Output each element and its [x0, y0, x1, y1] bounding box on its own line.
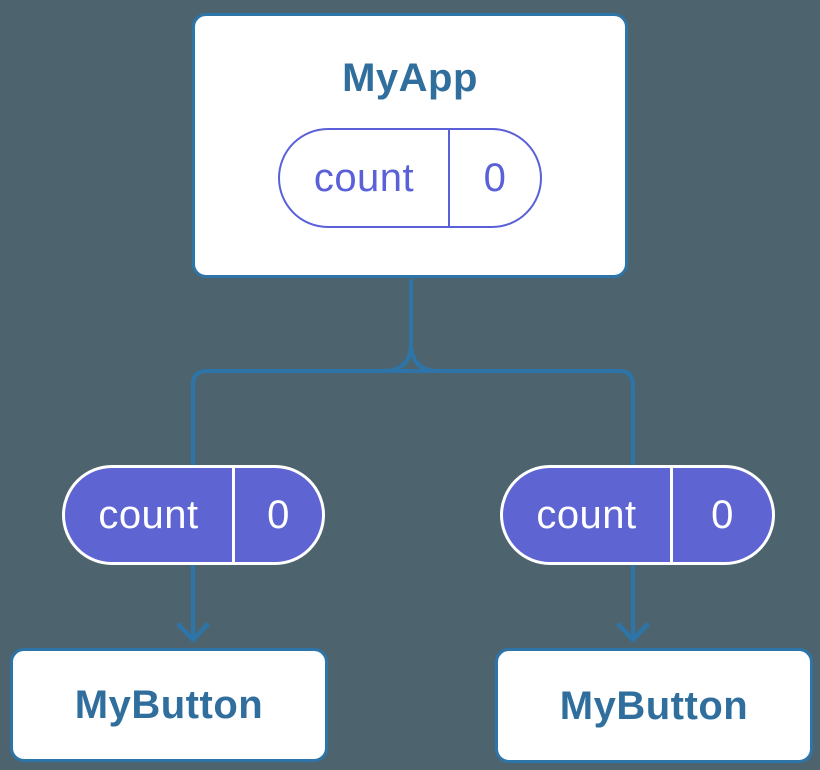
- left-prop-pill: count 0: [62, 465, 325, 565]
- right-child-component-card: MyButton: [495, 648, 813, 763]
- arrow-down-icon: [176, 622, 210, 643]
- left-child-component-card: MyButton: [10, 648, 328, 762]
- left-prop-pill-key: count: [65, 468, 235, 562]
- fork-curve-right: [409, 342, 440, 373]
- right-prop-pill-value: 0: [711, 492, 734, 537]
- right-prop-pill-key: count: [503, 468, 673, 562]
- left-prop-pill-value: 0: [267, 492, 290, 537]
- state-pill-value: 0: [483, 155, 507, 200]
- fork-curve-left: [382, 342, 413, 373]
- state-pill: count 0: [278, 128, 542, 228]
- right-child-component-title: MyButton: [559, 683, 749, 728]
- root-component-card: MyApp count 0: [192, 13, 628, 278]
- right-prop-pill: count 0: [500, 465, 775, 565]
- left-child-component-title: MyButton: [74, 683, 264, 727]
- arrow-down-icon: [616, 622, 650, 643]
- state-pill-key: count: [280, 130, 450, 226]
- root-component-title: MyApp: [342, 56, 478, 100]
- branch-bracket-line: [191, 369, 635, 466]
